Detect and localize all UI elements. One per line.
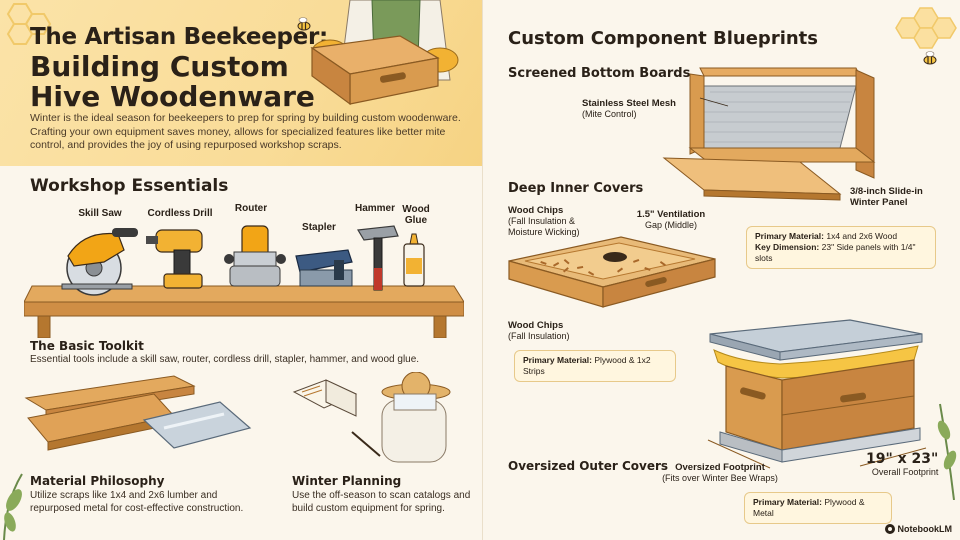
- wood-chips-label: Wood Chips: [508, 205, 564, 216]
- hero-banner: The Artisan Beekeeper: Building Custom H…: [0, 0, 482, 166]
- screened-bottom-board-illustration: [662, 67, 876, 201]
- planning-with-catalog-illustration: [292, 372, 451, 463]
- spec-key: Primary Material:: [523, 355, 592, 365]
- outer-cover-spec-box: Primary Material: Plywood & Metal: [744, 492, 892, 524]
- spec-value: 1x4 and 2x6 Wood: [826, 231, 898, 241]
- tool-label-stapler: Stapler: [302, 222, 336, 233]
- footprint-annotation: Oversized Footprint (Fits over Winter Be…: [660, 462, 780, 484]
- winter-planning-title: Winter Planning: [292, 474, 402, 488]
- spec-value: Plywood & Metal: [753, 497, 865, 518]
- brand-name: NotebookLM: [897, 524, 953, 534]
- mesh-label: Stainless Steel Mesh: [582, 98, 676, 109]
- mesh-sublabel: (Mite Control): [582, 109, 637, 119]
- wood-chips-fall-sublabel: (Fall Insulation): [508, 331, 570, 341]
- oversized-outer-cover-illustration: [707, 319, 927, 469]
- dimension-label: Overall Footprint: [871, 467, 939, 477]
- winter-planning-description: Use the off-season to scan catalogs and …: [292, 490, 471, 514]
- spec-value: Plywood & 1x2 Strips: [523, 355, 651, 376]
- spec-key: Key Dimension:: [755, 242, 820, 252]
- leaf-icon: [3, 473, 23, 540]
- ventilation-label: 1.5" Ventilation: [636, 209, 706, 220]
- tool-label-wood-glue: Wood Glue: [402, 204, 430, 226]
- material-philosophy-title: Material Philosophy: [30, 474, 165, 488]
- wood-chips-sublabel: (Fall Insulation & Moisture Wicking): [508, 216, 580, 237]
- wood-chips-fall-label: Wood Chips: [508, 320, 564, 331]
- basic-toolkit-title: The Basic Toolkit: [30, 339, 144, 353]
- tool-label-router: Router: [234, 203, 268, 214]
- workbench-illustration: [24, 225, 464, 338]
- tool-label-hammer: Hammer: [354, 203, 396, 214]
- tool-label-skill-saw: Skill Saw: [78, 208, 122, 219]
- blueprints-title: Custom Component Blueprints: [508, 28, 818, 49]
- bee-icon: [923, 51, 937, 65]
- hammer-icon: [357, 225, 399, 291]
- wood-chips-annotation: Wood Chips (Fall Insulation & Moisture W…: [508, 205, 608, 238]
- footprint-sublabel: (Fits over Winter Bee Wraps): [662, 473, 778, 483]
- tool-label-cordless-drill: Cordless Drill: [147, 208, 213, 219]
- router-icon: [224, 225, 286, 287]
- basic-toolkit-description: Essential tools include a skill saw, rou…: [30, 354, 420, 365]
- leaf-icon: [937, 403, 957, 500]
- overall-footprint: 19" x 23" Overall Footprint: [866, 451, 938, 477]
- honeycomb-icon: [895, 7, 957, 65]
- spec-value: 23" Side panels with 1/4" slots: [755, 242, 916, 263]
- page-title: The Artisan Beekeeper: Building Custom H…: [30, 24, 330, 112]
- title-line-2: Building Custom: [30, 50, 289, 83]
- footprint-label: Oversized Footprint: [675, 462, 765, 473]
- hero-description: Winter is the ideal season for beekeeper…: [30, 112, 461, 151]
- title-line-1: The Artisan Beekeeper:: [30, 24, 328, 50]
- bottom-board-title: Screened Bottom Boards: [508, 66, 691, 81]
- lumber-and-metal-illustration: [24, 375, 252, 451]
- spec-key: Primary Material:: [753, 497, 822, 507]
- notebooklm-logo-icon: [884, 524, 895, 534]
- bee-icon: [297, 17, 311, 31]
- outer-cover-title: Oversized Outer Covers: [508, 459, 669, 473]
- spec-key: Primary Material:: [755, 231, 824, 241]
- ventilation-sublabel: Gap (Middle): [644, 220, 698, 230]
- beekeeper-holding-frame-illustration: [297, 0, 459, 106]
- wood-glue-icon: [403, 233, 425, 287]
- stapler-icon: [295, 249, 353, 287]
- brand-logo: NotebookLM: [884, 524, 953, 534]
- skill-saw-icon: [61, 228, 138, 296]
- ventilation-annotation: 1.5" Ventilation Gap (Middle): [626, 209, 716, 231]
- inner-cover-title: Deep Inner Covers: [508, 181, 644, 196]
- panel-annotation: 3/8-inch Slide-in Winter Panel: [850, 186, 930, 208]
- wood-chips-fall-annotation: Wood Chips (Fall Insulation): [508, 320, 608, 342]
- material-philosophy-description: Utilize scraps like 1x4 and 2x6 lumber a…: [30, 490, 244, 514]
- dimension-value: 19" x 23": [866, 451, 939, 467]
- honeycomb-icon: [6, 3, 52, 45]
- title-line-3: Hive Woodenware: [30, 80, 315, 113]
- column-divider: [482, 0, 483, 540]
- deep-inner-cover-illustration: [508, 236, 716, 308]
- inner-cover-spec-box: Primary Material: Plywood & 1x2 Strips: [514, 350, 676, 382]
- workshop-title: Workshop Essentials: [30, 176, 229, 196]
- cordless-drill-icon: [146, 229, 203, 289]
- panel-label: 3/8-inch Slide-in Winter Panel: [850, 186, 923, 208]
- mesh-annotation: Stainless Steel Mesh (Mite Control): [582, 98, 676, 120]
- bottom-board-spec-box: Primary Material: 1x4 and 2x6 Wood Key D…: [746, 226, 936, 269]
